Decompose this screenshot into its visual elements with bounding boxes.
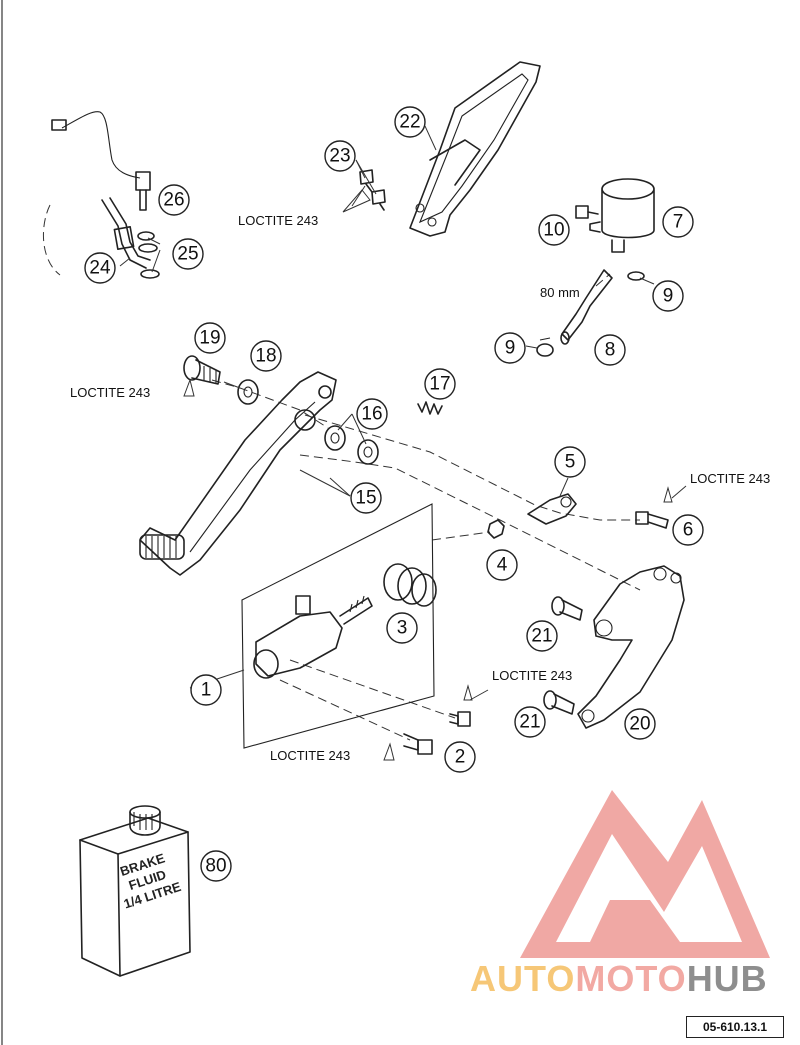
callout-21-upper-label: 21 (531, 626, 552, 647)
callout-18: 18 (250, 340, 282, 372)
part-brake-fluid-reservoir (589, 178, 655, 253)
callout-7: 7 (662, 206, 694, 238)
callout-10: 10 (538, 214, 570, 246)
part-nut (487, 519, 505, 539)
assembly-lines (42, 204, 641, 741)
part-master-cylinder (241, 503, 435, 749)
callout-9-lower-label: 9 (505, 338, 516, 359)
part-clevis-bolt (635, 511, 669, 529)
callout-21-lower-label: 21 (519, 712, 540, 733)
watermark-part-moto: MOTO (575, 958, 687, 999)
part-heel-guard (409, 61, 541, 237)
loctite-drop-23 (342, 189, 371, 213)
part-brake-fluid-bottle: BRAKE FLUID 1/4 LITRE (79, 805, 191, 977)
callout-6-label: 6 (683, 520, 694, 541)
callout-21-upper: 21 (526, 620, 558, 652)
callout-23: 23 (324, 140, 356, 172)
part-washers (137, 231, 160, 279)
loctite-drop-19 (183, 378, 195, 397)
callout-80: 80 (200, 850, 232, 882)
part-footrest-bracket (577, 565, 685, 729)
callout-8: 8 (594, 334, 626, 366)
loctite-drop-6 (663, 486, 673, 503)
callout-22-label: 22 (399, 112, 420, 133)
callout-6: 6 (672, 514, 704, 546)
callout-5-label: 5 (565, 452, 576, 473)
callout-16: 16 (356, 398, 388, 430)
part-bracket-screw-upper (551, 596, 583, 621)
reference-code-box: 05-610.13.1 (686, 1016, 784, 1038)
callout-4: 4 (486, 549, 518, 581)
callout-26-label: 26 (163, 190, 184, 211)
callout-22: 22 (394, 106, 426, 138)
part-rubber-boot (383, 563, 437, 607)
part-clevis (527, 493, 577, 525)
part-pedal-pivot-bolt (183, 355, 221, 385)
callout-23-label: 23 (329, 146, 350, 167)
part-hose-clamp-upper (627, 271, 645, 281)
callout-9-lower: 9 (494, 332, 526, 364)
part-reservoir-screw (575, 205, 599, 219)
loctite-note-19: LOCTITE 243 (70, 385, 150, 400)
callout-4-label: 4 (497, 555, 508, 576)
callout-5: 5 (554, 446, 586, 478)
watermark-text: AUTOMOTOHUB (470, 958, 800, 1004)
callout-15: 15 (350, 482, 382, 514)
callout-leaders (119, 125, 687, 701)
part-bracket-screw-lower (543, 690, 575, 715)
callout-9-upper-label: 9 (663, 286, 674, 307)
callout-1-label: 1 (201, 680, 212, 701)
watermark-logo (520, 790, 770, 958)
callout-19: 19 (194, 322, 226, 354)
callout-25: 25 (172, 238, 204, 270)
callout-1: 1 (190, 674, 222, 706)
loctite-drop-2a (463, 684, 473, 701)
callout-7-label: 7 (673, 212, 684, 233)
part-mounting-bolt-upper (449, 711, 471, 727)
part-bearing-upper (324, 425, 346, 451)
hose-length-note: 80 mm (540, 285, 580, 300)
callout-16-label: 16 (361, 404, 382, 425)
callout-19-label: 19 (199, 328, 220, 349)
callout-25-label: 25 (177, 244, 198, 265)
callout-20: 20 (624, 708, 656, 740)
callout-26: 26 (158, 184, 190, 216)
callout-80-label: 80 (205, 856, 226, 877)
callout-15-label: 15 (355, 488, 376, 509)
callout-24: 24 (84, 252, 116, 284)
callout-17-label: 17 (429, 374, 450, 395)
loctite-note-6: LOCTITE 243 (690, 471, 770, 486)
callout-2-label: 2 (455, 747, 466, 768)
callout-18-label: 18 (255, 346, 276, 367)
loctite-drop-2b (383, 742, 395, 761)
callout-3: 3 (386, 612, 418, 644)
part-bearing-lower (357, 439, 379, 465)
part-brake-light-switch (51, 111, 151, 211)
part-pivot-washer (237, 379, 259, 405)
loctite-note-2a: LOCTITE 243 (492, 668, 572, 683)
watermark-part-auto: AUTO (470, 958, 576, 999)
callout-17: 17 (424, 368, 456, 400)
part-return-spring (417, 401, 443, 415)
loctite-note-2b: LOCTITE 243 (270, 748, 350, 763)
part-mounting-bolt-lower (403, 733, 433, 755)
part-hose-clamp-lower (536, 337, 554, 357)
callout-20-label: 20 (629, 714, 650, 735)
part-brake-pedal (139, 371, 337, 576)
part-brake-hose (560, 269, 613, 345)
callout-8-label: 8 (605, 340, 616, 361)
callout-3-label: 3 (397, 618, 408, 639)
watermark-part-hub: HUB (686, 958, 768, 999)
callout-24-label: 24 (89, 258, 111, 279)
loctite-note-23: LOCTITE 243 (238, 213, 318, 228)
callout-10-label: 10 (543, 220, 564, 241)
part-heel-guard-bolts (359, 169, 386, 211)
callout-9-upper: 9 (652, 280, 684, 312)
callout-2: 2 (444, 741, 476, 773)
callout-21-lower: 21 (514, 706, 546, 738)
part-brake-line (101, 197, 151, 269)
